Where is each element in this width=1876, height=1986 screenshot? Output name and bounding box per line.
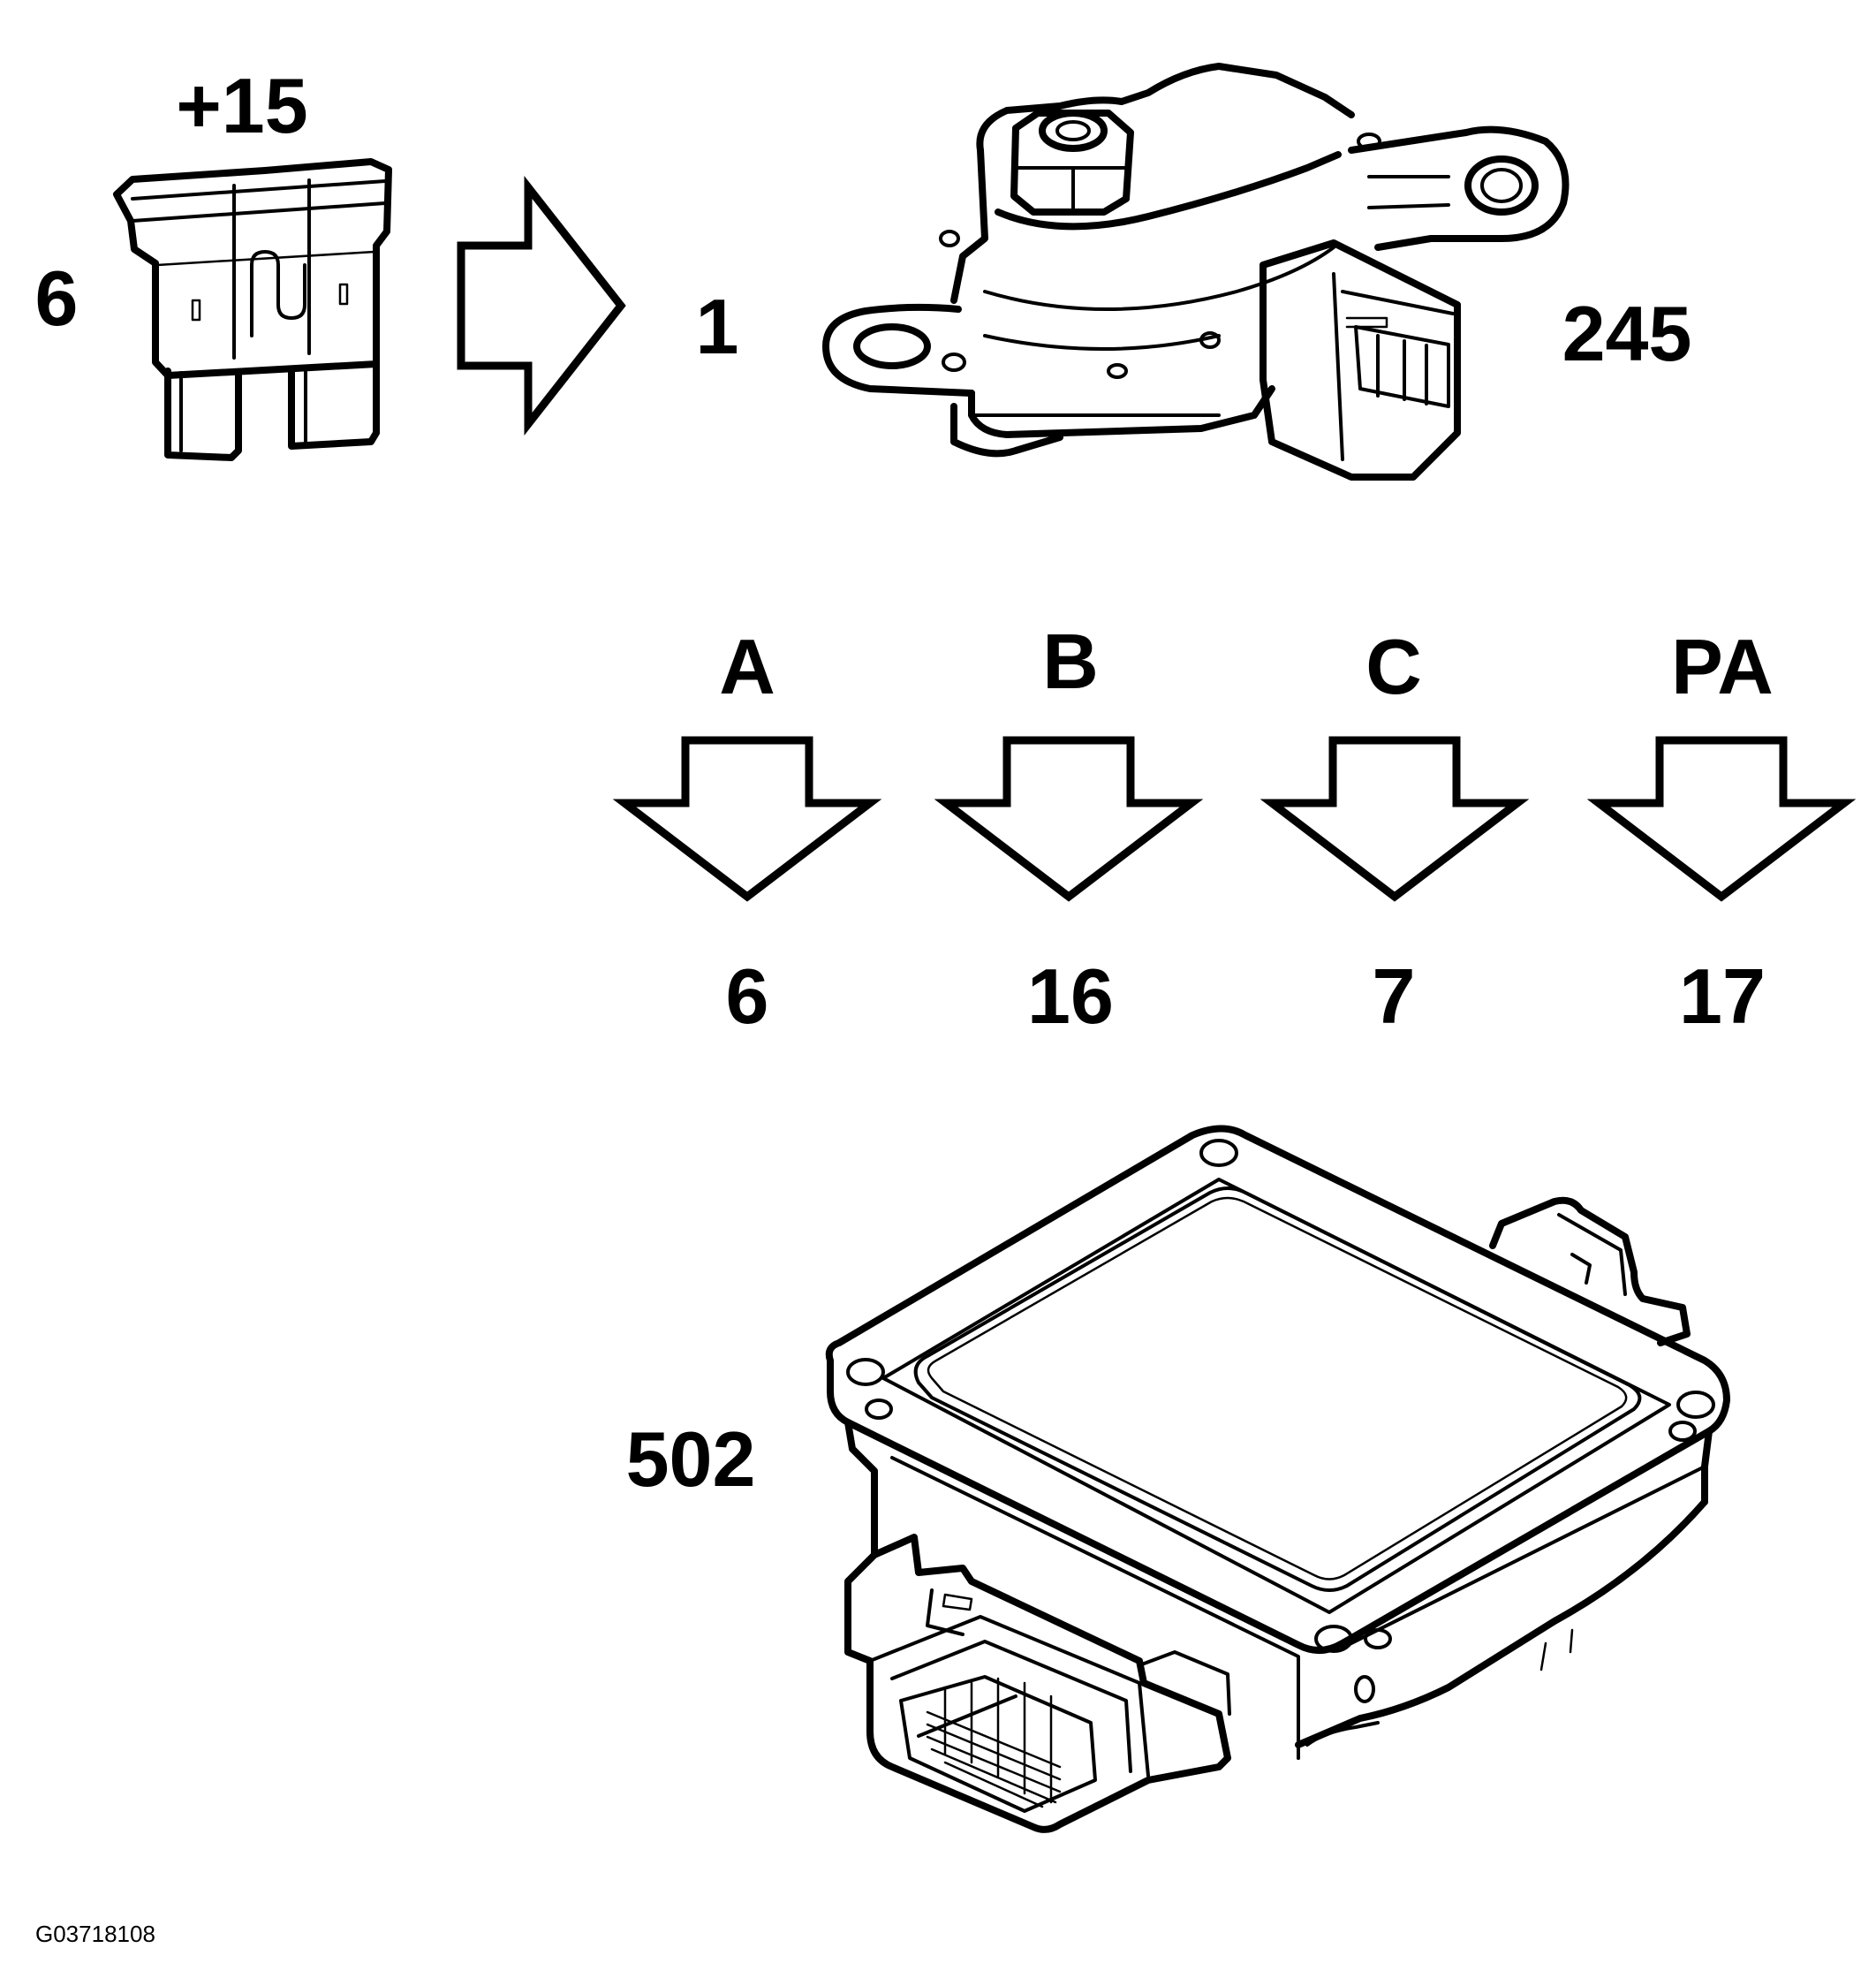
down-arrow-b-icon: [934, 736, 1204, 902]
down-arrow-c-icon: [1259, 736, 1530, 902]
position-b-group: B 16: [934, 618, 1204, 1040]
down-arrow-a-icon: [612, 736, 882, 902]
position-b-pin: 16: [1027, 952, 1114, 1040]
fuse-supply-label: +15: [176, 62, 307, 149]
range-switch-illustration: [822, 63, 1570, 481]
position-c-pin: 7: [1373, 952, 1416, 1040]
position-b-label: B: [1042, 618, 1099, 705]
switch-pin-label: 1: [696, 283, 739, 370]
position-a-label: A: [719, 623, 775, 710]
control-module-illustration: [825, 1125, 1730, 1833]
module-number-label: 502: [626, 1415, 756, 1503]
position-c-label: C: [1365, 623, 1422, 710]
position-pa-pin: 17: [1679, 952, 1766, 1040]
fuse-number-label: 6: [35, 254, 79, 342]
down-arrow-pa-icon: [1586, 736, 1857, 902]
switch-component-label: 245: [1562, 290, 1692, 377]
figure-id: G03718108: [35, 1921, 155, 1947]
fuse-illustration: [113, 158, 392, 461]
position-a-group: A 6: [612, 623, 882, 1040]
position-pa-group: PA 17: [1586, 623, 1857, 1040]
position-a-pin: 6: [726, 952, 769, 1040]
right-arrow-icon: [457, 175, 626, 436]
position-pa-label: PA: [1671, 623, 1774, 710]
position-c-group: C 7: [1259, 623, 1530, 1040]
